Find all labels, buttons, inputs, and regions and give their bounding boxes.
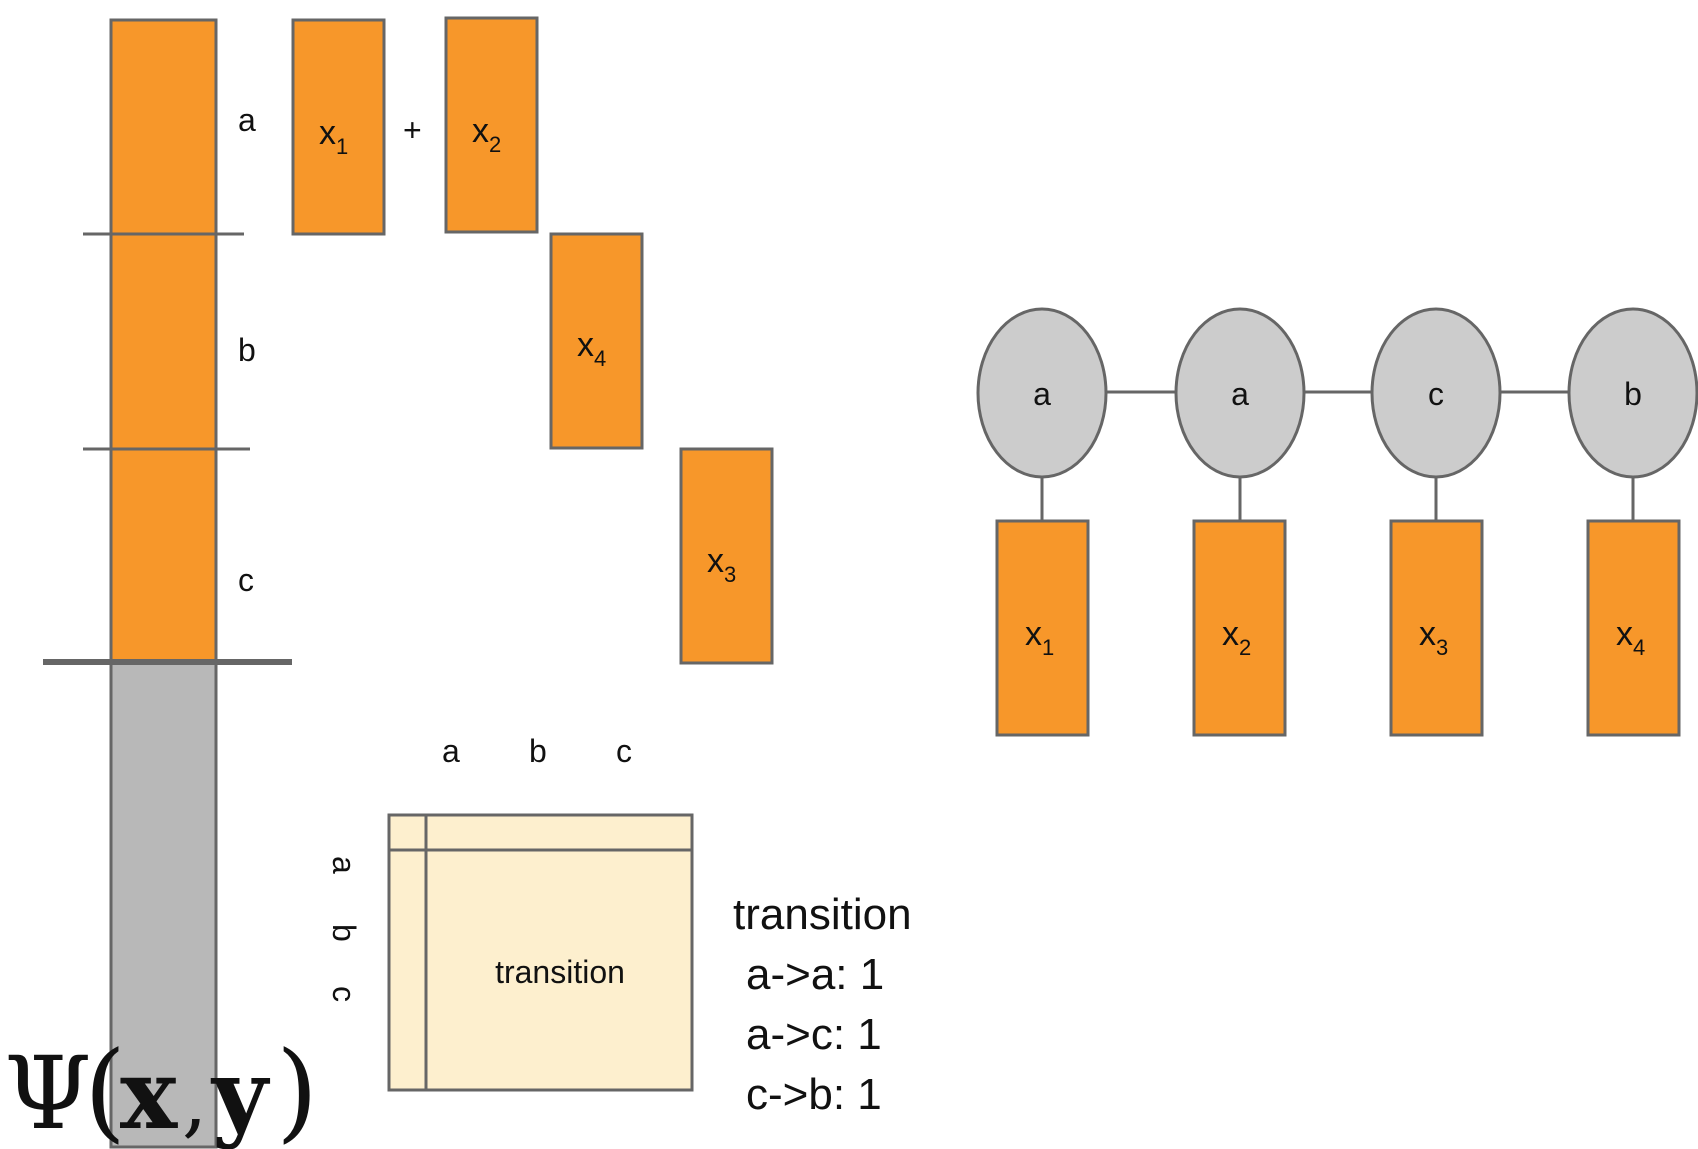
segment-label-a: a [238, 102, 256, 138]
plus-sign: + [403, 112, 422, 148]
svg-text:x1: x1 [1025, 615, 1054, 660]
state-node-4: b [1567, 307, 1698, 479]
transition-note: transition a->a: 1 a->c: 1 c->b: 1 [733, 890, 912, 1119]
psi-formula: Ψ ( x , y ) [4, 1029, 318, 1149]
svg-text:x2: x2 [472, 112, 501, 157]
svg-text:b: b [1624, 376, 1642, 412]
svg-text:c: c [1428, 376, 1444, 412]
chain-diagram: a a c b x1 x2 x3 x4 [976, 307, 1698, 737]
psi-symbol: Ψ [4, 1035, 92, 1149]
segment-label-b: b [238, 332, 256, 368]
transition-note-title: transition [733, 890, 912, 939]
observation-box-x1: x1 [995, 519, 1090, 737]
matrix-col-label-a: a [442, 733, 460, 769]
transition-note-line-1: a->a: 1 [746, 950, 884, 999]
formula-comma: , [182, 1054, 207, 1147]
svg-text:x3: x3 [707, 542, 736, 587]
transition-note-line-3: c->b: 1 [746, 1070, 882, 1119]
emission-box-x2: x2 [444, 16, 539, 234]
state-node-3: c [1370, 307, 1502, 479]
emission-box-x1: x1 [291, 18, 386, 236]
transition-note-line-2: a->c: 1 [746, 1010, 882, 1059]
matrix-row-label-b: b [326, 924, 362, 942]
matrix-col-label-c: c [616, 733, 632, 769]
formula-open-paren: ( [84, 1029, 126, 1149]
segment-label-c: c [238, 562, 254, 598]
feature-vector-gray-section [109, 660, 218, 1149]
observation-box-x2: x2 [1192, 519, 1287, 737]
emission-box-x3: x3 [679, 447, 774, 665]
svg-text:a: a [1231, 376, 1249, 412]
feature-vector: a b c [43, 18, 292, 1149]
state-node-2: a [1174, 307, 1306, 479]
svg-text:x2: x2 [1222, 615, 1251, 660]
formula-x: x [120, 1038, 178, 1149]
matrix-row-label-c: c [326, 986, 362, 1002]
feature-vector-orange-section [109, 18, 218, 664]
formula-y: y [210, 1038, 271, 1149]
transition-matrix: a b c a b c transition [326, 733, 694, 1092]
matrix-center-label: transition [495, 954, 625, 990]
formula-close-paren: ) [276, 1029, 318, 1149]
matrix-col-label-b: b [529, 733, 547, 769]
state-node-1: a [976, 307, 1108, 479]
svg-text:x1: x1 [319, 114, 348, 159]
matrix-body [387, 813, 694, 1092]
emission-box-x4: x4 [549, 232, 644, 450]
matrix-row-label-a: a [326, 856, 362, 874]
svg-text:x4: x4 [577, 326, 606, 371]
svg-text:a: a [1033, 376, 1051, 412]
svg-text:x4: x4 [1616, 615, 1645, 660]
observation-box-x4: x4 [1586, 519, 1681, 737]
emission-boxes: x1 + x2 x4 x3 [291, 16, 774, 665]
observation-box-x3: x3 [1389, 519, 1484, 737]
svg-text:x3: x3 [1419, 615, 1448, 660]
